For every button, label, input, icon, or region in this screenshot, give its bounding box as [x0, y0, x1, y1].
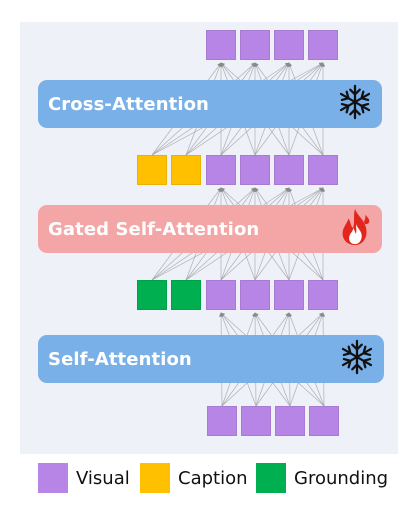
fire-icon [336, 207, 374, 251]
visual-token [308, 155, 338, 185]
legend-grounding-swatch [256, 463, 286, 493]
visual-token [308, 30, 338, 60]
visual-token [241, 406, 271, 436]
visual-token [240, 30, 270, 60]
caption-token [137, 155, 167, 185]
grounding-token [171, 280, 201, 310]
visual-token [207, 406, 237, 436]
legend-visual-swatch [38, 463, 68, 493]
gated-self-attention-label: Gated Self-Attention [48, 218, 260, 240]
cross-attention-label: Cross-Attention [48, 93, 209, 115]
legend-grounding-label: Grounding [294, 468, 389, 489]
legend-caption-swatch [140, 463, 170, 493]
caption-token [171, 155, 201, 185]
visual-token [240, 155, 270, 185]
visual-token [206, 155, 236, 185]
visual-token [274, 155, 304, 185]
visual-token [275, 406, 305, 436]
visual-token [274, 280, 304, 310]
cross-attention-layer: Cross-Attention [38, 80, 382, 128]
visual-token [206, 30, 236, 60]
visual-token [308, 280, 338, 310]
snowflake-icon [338, 338, 376, 380]
snowflake-icon [336, 83, 374, 125]
legend-caption-label: Caption [178, 468, 248, 489]
visual-token [206, 280, 236, 310]
visual-token [309, 406, 339, 436]
self-attention-label: Self-Attention [48, 348, 192, 370]
visual-token [274, 30, 304, 60]
legend-visual-label: Visual [76, 468, 130, 489]
grounding-token [137, 280, 167, 310]
visual-token [240, 280, 270, 310]
gated-self-attention-layer: Gated Self-Attention [38, 205, 382, 253]
self-attention-layer: Self-Attention [38, 335, 384, 383]
